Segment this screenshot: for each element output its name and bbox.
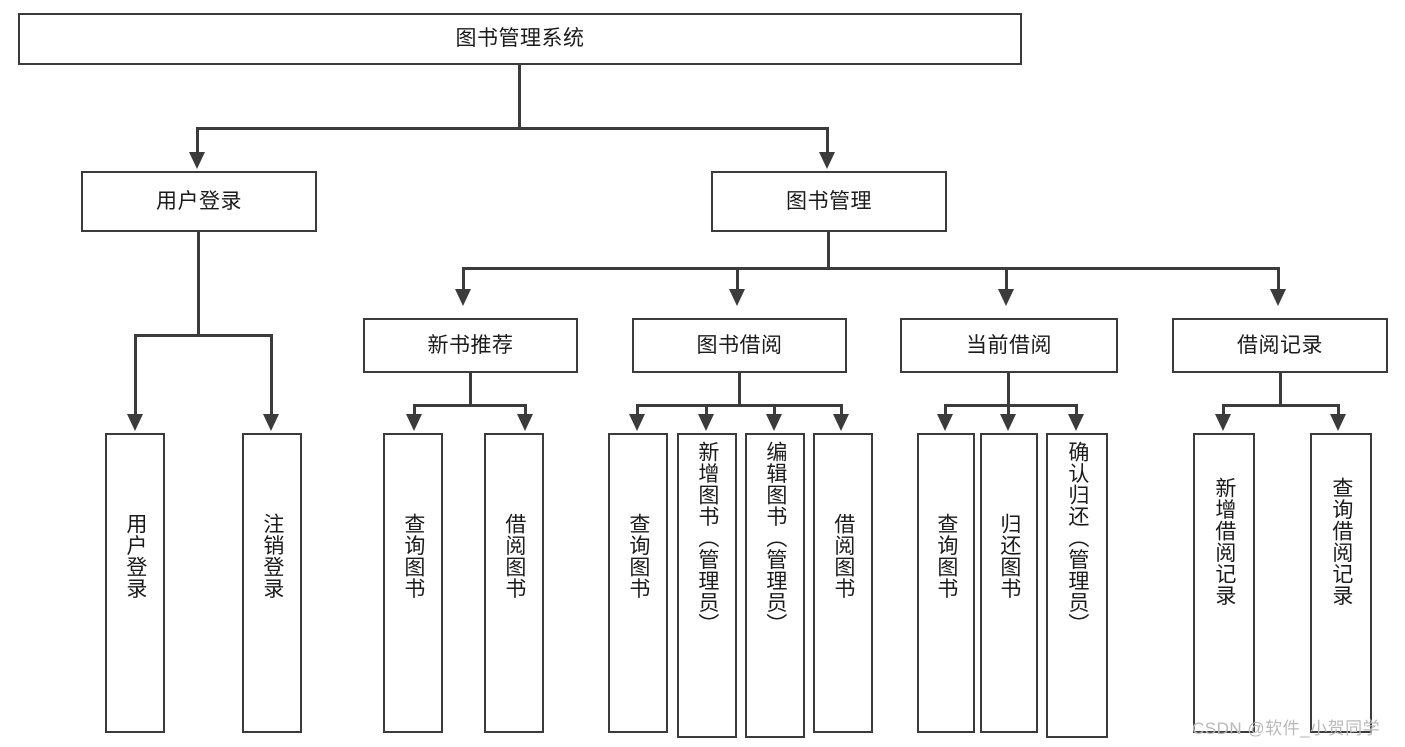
node-leaf-query-record[interactable]: 查询借阅记录 bbox=[1310, 433, 1372, 733]
node-label: 编辑图书（管理员） bbox=[763, 441, 787, 635]
node-borrow-record[interactable]: 借阅记录 bbox=[1172, 318, 1388, 373]
node-label: 图书管理 bbox=[786, 189, 872, 213]
node-label: 新增借阅记录 bbox=[1212, 477, 1236, 606]
node-leaf-borrow-book-2[interactable]: 借阅图书 bbox=[813, 433, 873, 733]
connector-to-borrow-record bbox=[1277, 267, 1280, 291]
arrowhead-book-borrow bbox=[729, 289, 745, 306]
connector-current-borrow-drop-3 bbox=[1075, 404, 1078, 416]
watermark-csdn: CSDN @软件_小贺同学 bbox=[1192, 714, 1380, 739]
node-label: 查询借阅记录 bbox=[1329, 477, 1353, 606]
connector-current-borrow-drop-1 bbox=[944, 404, 947, 416]
connector-new-book-stem bbox=[469, 373, 472, 407]
connector-borrow-record-stem bbox=[1279, 373, 1282, 407]
connector-book-borrow-drop-3 bbox=[773, 404, 776, 416]
arrowhead-leaf-query-record bbox=[1330, 414, 1346, 431]
connector-borrow-record-drop-2 bbox=[1337, 404, 1340, 416]
node-root-book-management-system[interactable]: 图书管理系统 bbox=[18, 13, 1022, 65]
node-label: 注销登录 bbox=[260, 513, 284, 599]
node-label: 借阅记录 bbox=[1237, 333, 1323, 357]
node-current-borrow[interactable]: 当前借阅 bbox=[900, 318, 1118, 373]
arrowhead-borrow-record bbox=[1270, 289, 1286, 306]
arrowhead-leaf-user-login bbox=[127, 414, 143, 431]
node-leaf-logout-login[interactable]: 注销登录 bbox=[242, 433, 302, 733]
arrowhead-user-login bbox=[189, 152, 205, 169]
node-label: 确认归还（管理员） bbox=[1065, 441, 1089, 635]
node-leaf-query-book-3[interactable]: 查询图书 bbox=[917, 433, 975, 733]
arrowhead-leaf-query-book-1 bbox=[406, 414, 422, 431]
arrowhead-leaf-confirm-return bbox=[1068, 414, 1084, 431]
node-label: 当前借阅 bbox=[966, 333, 1052, 357]
arrowhead-leaf-logout-login bbox=[263, 414, 279, 431]
arrowhead-leaf-add-record bbox=[1215, 414, 1231, 431]
node-leaf-return-book[interactable]: 归还图书 bbox=[980, 433, 1038, 733]
connector-to-current-borrow bbox=[1005, 267, 1008, 291]
node-leaf-query-book-2[interactable]: 查询图书 bbox=[608, 433, 668, 733]
arrowhead-leaf-add-book bbox=[698, 414, 714, 431]
connector-book-borrow-stem bbox=[738, 373, 741, 407]
arrowhead-new-book-recommend bbox=[455, 289, 471, 306]
connector-level2-bus bbox=[196, 127, 828, 130]
arrowhead-book-manage bbox=[819, 152, 835, 169]
connector-book-borrow-drop-2 bbox=[705, 404, 708, 416]
connector-borrow-record-bus bbox=[1222, 404, 1340, 407]
connector-current-borrow-stem bbox=[1007, 373, 1010, 407]
connector-current-borrow-drop-2 bbox=[1007, 404, 1010, 416]
node-leaf-user-login[interactable]: 用户登录 bbox=[105, 433, 165, 733]
arrowhead-leaf-borrow-book-1 bbox=[517, 414, 533, 431]
arrowhead-leaf-return-book bbox=[1000, 414, 1016, 431]
node-user-login[interactable]: 用户登录 bbox=[81, 171, 317, 232]
node-leaf-confirm-return[interactable]: 确认归还（管理员） bbox=[1046, 433, 1108, 738]
node-label: 新书推荐 bbox=[427, 333, 514, 357]
connector-to-user-login bbox=[196, 127, 199, 155]
arrowhead-leaf-query-book-3 bbox=[937, 414, 953, 431]
connector-book-borrow-drop-1 bbox=[636, 404, 639, 416]
arrowhead-leaf-edit-book bbox=[766, 414, 782, 431]
connector-new-book-drop-2 bbox=[524, 404, 527, 416]
node-book-borrow[interactable]: 图书借阅 bbox=[632, 318, 847, 373]
arrowhead-leaf-borrow-book-2 bbox=[833, 414, 849, 431]
watermark-text: CSDN @软件_小贺同学 bbox=[1192, 719, 1381, 738]
node-label: 借阅图书 bbox=[831, 513, 855, 599]
connector-borrow-record-drop-1 bbox=[1222, 404, 1225, 416]
node-leaf-borrow-book-1[interactable]: 借阅图书 bbox=[484, 433, 544, 733]
node-label: 图书借阅 bbox=[696, 333, 783, 357]
connector-user-login-stem bbox=[197, 232, 200, 337]
arrowhead-current-borrow bbox=[998, 289, 1014, 306]
connector-book-borrow-drop-4 bbox=[840, 404, 843, 416]
node-book-manage[interactable]: 图书管理 bbox=[711, 171, 947, 232]
connector-to-book-borrow bbox=[736, 267, 739, 291]
connector-new-book-bus bbox=[413, 404, 527, 407]
node-label: 查询图书 bbox=[401, 513, 425, 599]
connector-user-login-bus bbox=[134, 334, 272, 337]
node-label: 查询图书 bbox=[934, 513, 958, 599]
node-leaf-query-book-1[interactable]: 查询图书 bbox=[383, 433, 443, 733]
node-label: 用户登录 bbox=[156, 189, 242, 213]
arrowhead-leaf-query-book-2 bbox=[629, 414, 645, 431]
node-label: 用户登录 bbox=[123, 513, 147, 599]
connector-user-login-drop-2 bbox=[270, 334, 273, 416]
node-label: 查询图书 bbox=[626, 513, 650, 599]
connector-user-login-drop-1 bbox=[134, 334, 137, 416]
connector-root-stem bbox=[518, 65, 521, 129]
connector-book-manage-stem bbox=[827, 232, 830, 270]
node-label: 归还图书 bbox=[997, 513, 1021, 599]
connector-new-book-drop-1 bbox=[413, 404, 416, 416]
connector-to-book-manage bbox=[826, 127, 829, 155]
node-leaf-add-book[interactable]: 新增图书（管理员） bbox=[677, 433, 737, 738]
connector-book-borrow-bus bbox=[636, 404, 843, 407]
connector-current-borrow-bus bbox=[944, 404, 1078, 407]
connector-to-new-book-recommend bbox=[462, 267, 465, 291]
node-label: 新增图书（管理员） bbox=[695, 441, 719, 635]
connector-level3-bus bbox=[462, 267, 1280, 270]
node-leaf-edit-book[interactable]: 编辑图书（管理员） bbox=[745, 433, 805, 738]
node-label: 图书管理系统 bbox=[455, 27, 585, 51]
node-leaf-add-record[interactable]: 新增借阅记录 bbox=[1193, 433, 1255, 733]
node-label: 借阅图书 bbox=[502, 513, 526, 599]
node-new-book-recommend[interactable]: 新书推荐 bbox=[363, 318, 578, 373]
